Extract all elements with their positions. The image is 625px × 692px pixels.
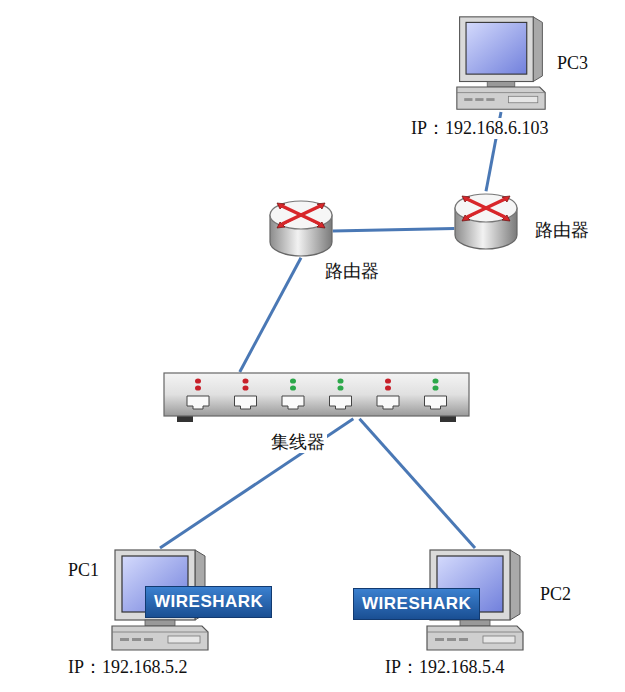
drive-slot	[459, 638, 468, 641]
status-led	[433, 378, 439, 383]
monitor-neck	[460, 620, 490, 626]
computer-base	[112, 626, 208, 650]
router-arrow-shaft	[282, 215, 301, 224]
drive-slot	[447, 638, 456, 641]
status-led	[243, 378, 249, 383]
ethernet-port	[330, 396, 352, 409]
device-name: 路由器	[323, 261, 381, 282]
wireshark-logo: WIRESHARK	[353, 588, 480, 620]
device-name: PC3	[555, 53, 590, 74]
drive-bay	[168, 636, 200, 643]
network-cable	[359, 419, 475, 548]
ip-address: IP：192.168.6.103	[409, 118, 551, 139]
monitor-side	[510, 550, 520, 620]
status-led	[433, 385, 439, 390]
router-arrow-shaft	[486, 199, 505, 208]
computer-icon	[455, 15, 547, 112]
base-edge	[457, 92, 545, 93]
status-led	[195, 385, 201, 390]
monitor-screen	[466, 22, 527, 74]
router-arrow	[277, 203, 301, 215]
status-led	[243, 385, 249, 390]
status-led	[338, 385, 344, 390]
router-arrow-shaft	[467, 208, 486, 217]
device-name: PC2	[538, 584, 573, 605]
drive-bay	[508, 96, 537, 102]
hub-body	[164, 373, 469, 416]
status-led	[338, 378, 344, 383]
ip-address: IP：192.168.5.2	[66, 657, 190, 678]
ethernet-port	[187, 396, 209, 409]
router-arrow-shaft	[486, 208, 505, 217]
monitor-bezel	[460, 17, 534, 82]
router-arrow	[486, 196, 510, 208]
hub-icon	[163, 372, 470, 424]
router-arrow	[462, 196, 486, 208]
hub-node: 集线器	[163, 372, 470, 424]
computer-node: PC2IP：192.168.5.4WIRESHARK	[425, 548, 525, 653]
router-arrow	[301, 203, 325, 215]
monitor-neck	[145, 620, 175, 626]
drive-slot	[486, 98, 494, 101]
status-led	[385, 385, 391, 390]
computer-node: PC3IP：192.168.6.103	[455, 15, 547, 112]
monitor-side	[533, 17, 542, 82]
router-node: 路由器	[453, 190, 519, 252]
computer-node: PC1IP：192.168.5.2WIRESHARK	[110, 548, 210, 653]
network-cable	[333, 228, 455, 231]
router-arrow-shaft	[467, 199, 486, 208]
ethernet-port	[377, 396, 399, 409]
wireshark-logo: WIRESHARK	[145, 586, 272, 618]
status-led	[290, 385, 296, 390]
monitor-neck	[487, 82, 515, 88]
status-led	[385, 378, 391, 383]
router-icon	[268, 197, 334, 259]
router-top	[455, 194, 517, 222]
status-led	[195, 378, 201, 383]
router-arrow	[277, 215, 301, 228]
drive-slot	[132, 638, 141, 641]
ethernet-port	[282, 396, 304, 409]
router-icon	[453, 190, 519, 252]
router-node: 路由器	[268, 197, 334, 259]
device-name: PC1	[66, 560, 101, 581]
router-arrow	[462, 208, 486, 221]
ethernet-port	[235, 396, 257, 409]
drive-slot	[475, 98, 483, 101]
router-arrow	[486, 208, 510, 221]
drive-bay	[483, 636, 515, 643]
base-edge	[427, 632, 523, 633]
network-cable	[240, 258, 301, 372]
ethernet-port	[425, 396, 447, 409]
computer-base	[427, 626, 523, 650]
base-edge	[112, 632, 208, 633]
ip-address: IP：192.168.5.4	[383, 657, 507, 678]
device-name: 路由器	[533, 220, 591, 241]
router-arrow-shaft	[301, 215, 320, 224]
drive-slot	[435, 638, 444, 641]
network-cable	[160, 419, 353, 548]
router-top	[270, 201, 332, 229]
device-name: 集线器	[269, 432, 327, 453]
router-arrow-shaft	[282, 206, 301, 215]
drive-slot	[464, 98, 472, 101]
drive-slot	[144, 638, 153, 641]
drive-slot	[120, 638, 129, 641]
router-arrow	[301, 215, 325, 228]
computer-base	[457, 87, 545, 109]
status-led	[290, 378, 296, 383]
router-arrow-shaft	[301, 206, 320, 215]
